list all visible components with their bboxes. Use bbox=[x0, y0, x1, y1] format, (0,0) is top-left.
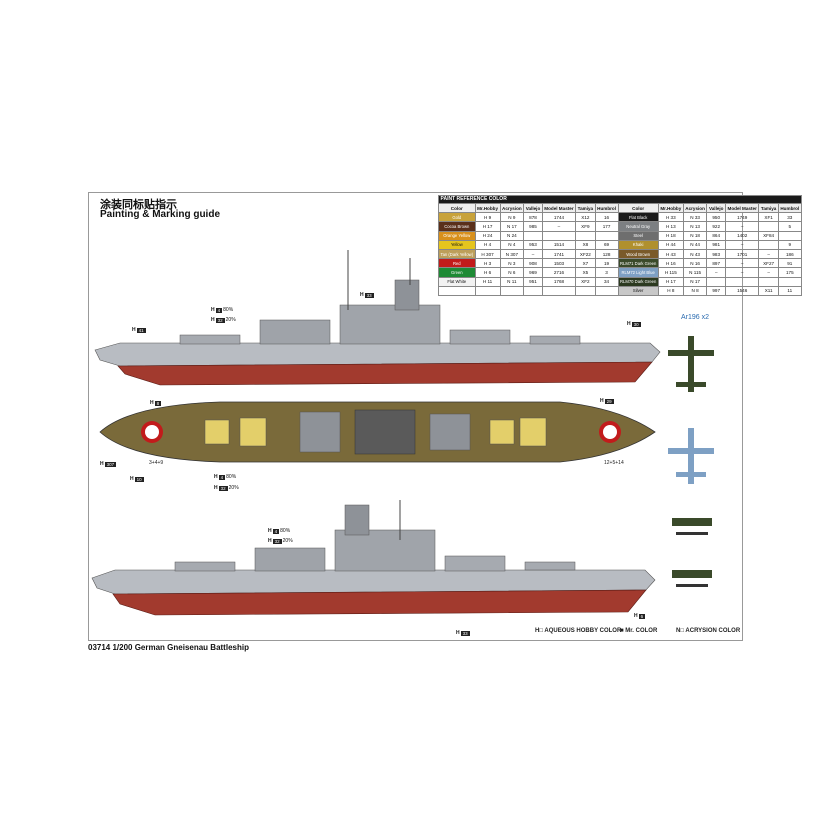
paint-value: H 9 bbox=[474, 212, 501, 223]
paint-swatch: Silver bbox=[617, 285, 659, 296]
paint-column-header: Mr.Hobby bbox=[657, 202, 684, 214]
paint-value: N 24 bbox=[499, 230, 525, 241]
paint-value: N 8 bbox=[682, 285, 708, 296]
paint-value: 1546 bbox=[724, 285, 760, 296]
legend-mr-color: ■ Mr. COLOR bbox=[620, 628, 658, 634]
paint-column-header: Model Master bbox=[724, 202, 760, 214]
side-profile-top bbox=[94, 250, 661, 386]
aircraft-illustrations bbox=[668, 336, 714, 587]
paint-value: 5 bbox=[777, 221, 802, 232]
paint-value: H 44 bbox=[657, 239, 684, 250]
deck-plan-view bbox=[99, 401, 656, 463]
paint-value: N 17 bbox=[499, 221, 525, 232]
title-english: Painting & Marking guide bbox=[100, 209, 221, 220]
paint-value bbox=[499, 285, 525, 296]
paint-value: N 13 bbox=[682, 221, 708, 232]
paint-value: H 33 bbox=[657, 212, 684, 223]
aircraft-label: Ar196 x2 bbox=[681, 314, 710, 321]
paint-value bbox=[541, 285, 577, 296]
paint-value: N 44 bbox=[682, 239, 708, 250]
paint-value: 1514 bbox=[541, 239, 577, 250]
paint-value: N 4 bbox=[499, 239, 525, 250]
paint-value: H 17 bbox=[474, 221, 501, 232]
paint-value: 9 bbox=[777, 239, 802, 250]
paint-column-header: Acrysion bbox=[682, 202, 708, 214]
paint-value: 11 bbox=[777, 285, 802, 296]
paint-value: H 13 bbox=[657, 221, 684, 232]
paint-value: N 9 bbox=[499, 212, 525, 223]
paint-value: N 18 bbox=[682, 230, 708, 241]
paint-value bbox=[474, 285, 501, 296]
turret-note-right: 12+5+14 bbox=[604, 460, 624, 466]
paint-column-header: Model Master bbox=[541, 202, 577, 214]
paint-swatch: Khaki bbox=[617, 239, 659, 250]
legend-aqueous: H□ AQUEOUS HOBBY COLOR bbox=[535, 628, 622, 634]
turret-note-left: 3+4+9 bbox=[149, 460, 164, 466]
paint-value: N 33 bbox=[682, 212, 708, 223]
paint-value bbox=[777, 230, 802, 241]
legend-acrysion: N□ ACRYSION COLOR bbox=[676, 628, 741, 634]
paint-value: – bbox=[724, 221, 760, 232]
paint-swatch: Flat Black bbox=[617, 212, 659, 223]
paint-column-header: Mr.Hobby bbox=[474, 202, 501, 214]
paint-value: – bbox=[541, 221, 577, 232]
side-profile-bottom bbox=[91, 500, 656, 616]
paint-value: H 4 bbox=[474, 239, 501, 250]
paint-value: 1744 bbox=[541, 212, 577, 223]
paint-value bbox=[541, 230, 577, 241]
paint-column-header: Color bbox=[617, 202, 659, 214]
paint-column-header: Acrysion bbox=[499, 202, 525, 214]
paint-value: H 8 bbox=[657, 285, 684, 296]
paint-value: – bbox=[724, 239, 760, 250]
paint-column-header: Humbrol bbox=[777, 202, 802, 214]
paint-swatch: Neutral Gray bbox=[617, 221, 659, 232]
title-chinese: 涂装同标贴指示 bbox=[100, 198, 177, 211]
paint-value: 1749 bbox=[724, 212, 760, 223]
paint-value: 1402 bbox=[724, 230, 760, 241]
paint-swatch: Steel bbox=[617, 230, 659, 241]
paint-value: H 24 bbox=[474, 230, 501, 241]
paint-value: H 18 bbox=[657, 230, 684, 241]
paint-value: 33 bbox=[777, 212, 802, 223]
kit-caption: 03714 1/200 German Gneisenau Battleship bbox=[88, 643, 249, 652]
